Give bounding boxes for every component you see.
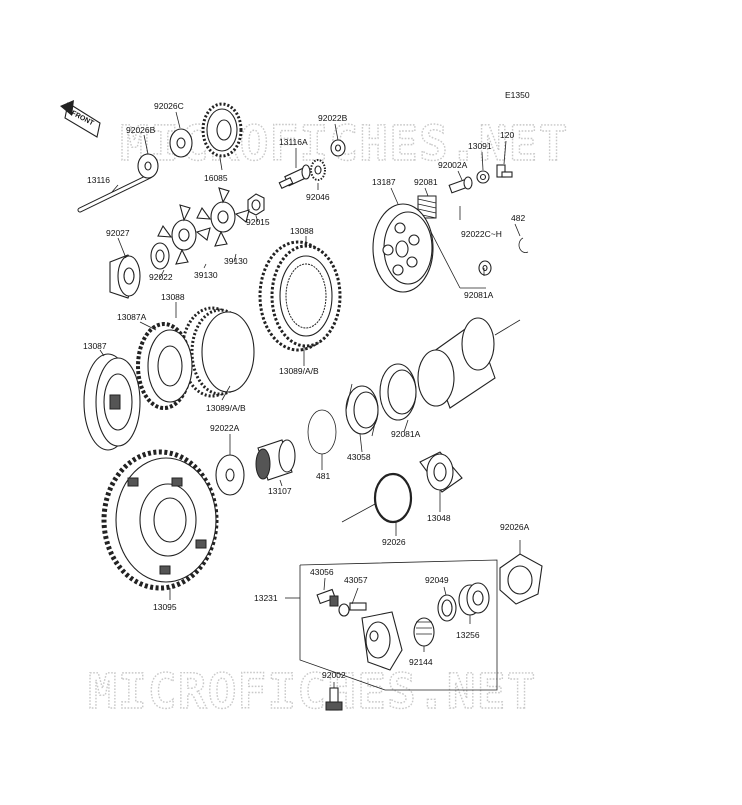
washer-92022a-icon [215,454,245,496]
label-13107: 13107 [268,486,292,496]
label-92027: 92027 [106,228,130,238]
label-39130-b: 39130 [224,256,248,266]
label-13088-left: 13088 [161,292,185,302]
label-13088-top: 13088 [290,226,314,236]
cylinder-92081a-icon [417,317,521,409]
nut-92015-icon [247,193,265,216]
label-92022b: 92022B [318,113,348,123]
seal-92049-icon [437,594,457,622]
label-92015: 92015 [246,217,270,227]
label-43057: 43057 [344,575,368,585]
label-92081: 92081 [414,177,438,187]
diagram-code: E1350 [505,90,530,100]
label-92144: 92144 [409,657,433,667]
label-120: 120 [500,130,514,140]
bearing-92046-icon [310,159,326,181]
pin-13116-icon [77,173,153,213]
label-43056: 43056 [310,567,334,577]
collar-92027-icon [109,254,141,299]
nut-13091-icon [476,170,490,184]
spring-92081-icon [417,195,437,219]
piston-13256-icon [458,582,490,616]
label-482: 482 [511,213,525,223]
cap-92144-icon [413,617,435,647]
label-13048: 13048 [427,513,451,523]
front-arrow-icon: FRONT [60,100,101,138]
ring-43058-icon [345,383,379,437]
watermark-bottom: MICROFICHES.NET [88,664,536,720]
label-13087: 13087 [83,341,107,351]
label-92081a-top: 92081A [464,290,494,300]
clutch-plate-stack-icon [180,306,255,398]
label-92049: 92049 [425,575,449,585]
label-13089-right: 13089/A/B [279,366,319,376]
leader-lines [99,111,521,688]
bolt-120-icon [496,164,513,178]
sprocket-16085-icon [201,102,243,158]
plate-39130-b-icon [196,187,250,247]
washer-92022b-icon [330,139,346,157]
clutch-hub-13087a-icon [136,322,193,410]
bolt-43056-icon [316,588,339,607]
label-13089-left: 13089/A/B [206,403,246,413]
ring-92081a-lower-icon [379,363,417,421]
o-ring-92026-icon [341,472,413,524]
label-13256: 13256 [456,630,480,640]
label-481: 481 [316,471,330,481]
label-92026: 92026 [382,537,406,547]
label-13187: 13187 [372,177,396,187]
label-13116: 13116 [87,175,110,185]
shim-92022c-h-icon [478,260,492,276]
label-13091: 13091 [468,141,492,151]
label-92081a-lower: 92081A [391,429,421,439]
friction-plates-13088-icon [258,240,342,352]
label-92002: 92002 [322,670,346,680]
clutch-housing-13087-icon [83,353,141,451]
label-43058: 43058 [347,452,371,462]
assembly-bracket-13231 [299,559,498,691]
fitting-43057-icon [338,602,367,617]
label-92022: 92022 [149,272,173,282]
bearing-92022-icon [150,242,170,270]
circlip-481-icon [307,409,337,455]
gear-13095-icon [101,449,219,591]
label-16085: 16085 [204,173,228,183]
label-92022a: 92022A [210,423,240,433]
shaft-13116a-icon [278,164,311,189]
label-92026a: 92026A [500,522,530,532]
label-92002a: 92002A [438,160,468,170]
label-92026b: 92026B [126,125,156,135]
bolt-92002a-icon [448,176,473,194]
circlip-482-icon [518,237,529,253]
slave-cylinder-body-icon [361,611,403,671]
part-13048-icon [419,451,463,493]
label-13116a: 13116A [279,137,308,147]
plate-39130-a-icon [157,204,211,265]
label-92022c-h: 92022C~H [461,229,502,239]
label-92026c: 92026C [154,101,184,111]
label-92046: 92046 [306,192,330,202]
label-13087a: 13087A [117,312,147,322]
part-labels: 92026C 92026B 16085 92022B 13116A 13091 … [83,101,530,680]
label-39130-a: 39130 [194,270,218,280]
label-13231: 13231 [254,593,278,603]
gasket-92026a-icon [499,553,543,605]
sleeve-13107-icon [255,439,296,481]
label-13095: 13095 [153,602,177,612]
washer-92026b-icon [137,153,159,179]
pressure-plate-13187-icon [372,203,434,293]
washer-92026c-icon [169,128,193,158]
